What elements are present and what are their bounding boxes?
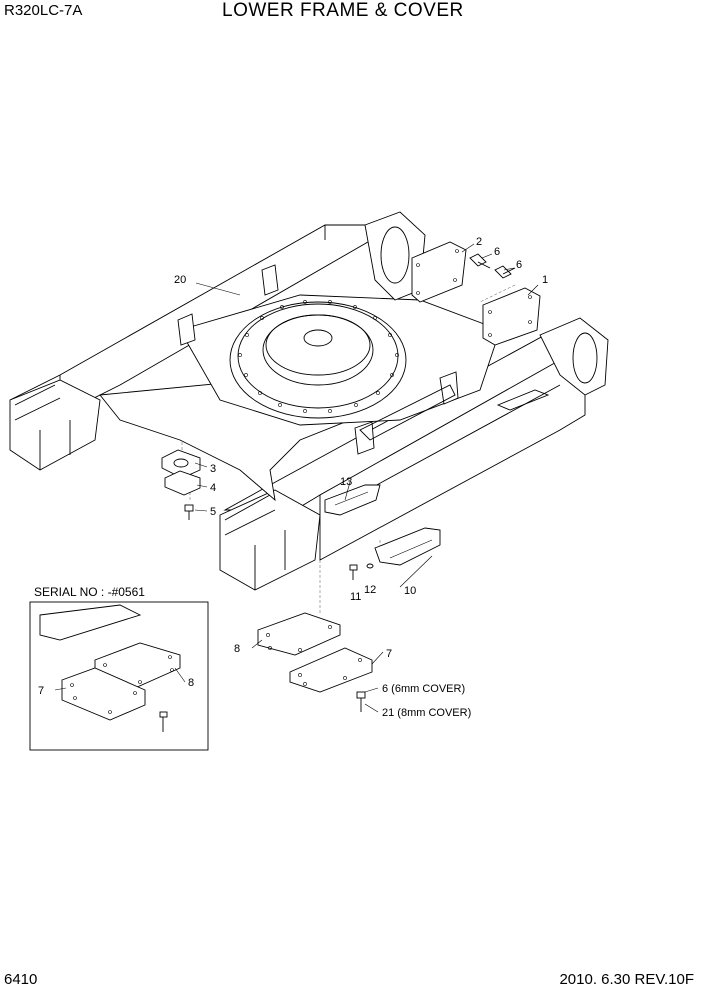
bolt-6-lower: [494, 265, 516, 279]
callout-6-cover: 6 (6mm COVER): [382, 683, 465, 695]
bolt-6-upper: [469, 253, 491, 269]
callout-10: 10: [404, 585, 416, 597]
cover-plate-7: [289, 647, 373, 693]
callout-13: 13: [340, 476, 352, 488]
cover-plate-8: [257, 612, 341, 656]
plate-3: [161, 449, 201, 479]
revision-date: 2010. 6.30 REV.10F: [559, 971, 694, 988]
callout-1: 1: [542, 274, 548, 286]
callout-8-main: 8: [234, 643, 240, 655]
page-number: 6410: [4, 971, 38, 988]
cover-plate-1: [482, 287, 541, 346]
callout-12: 12: [364, 584, 376, 596]
callout-3: 3: [210, 463, 216, 475]
bolt-5: [184, 504, 194, 520]
model-number: R320LC-7A: [4, 2, 83, 19]
callout-7-main: 7: [386, 648, 392, 660]
bracket-13: [324, 484, 381, 516]
washer-12: [366, 563, 374, 569]
callout-20: 20: [174, 274, 186, 286]
callout-5: 5: [210, 506, 216, 518]
cover-bolt: [356, 687, 379, 713]
callout-8-inset: 8: [188, 677, 194, 689]
callout-leaders: [54, 243, 539, 691]
cover-plate-2: [411, 241, 467, 303]
callout-7-inset: 7: [38, 685, 44, 697]
bolt-11: [349, 564, 358, 580]
callout-11: 11: [350, 591, 361, 603]
lower-frame-body: [9, 211, 609, 591]
serial-note: SERIAL NO : -#0561: [34, 585, 145, 599]
callout-21-cover: 21 (8mm COVER): [382, 707, 471, 719]
callout-6-lower: 6: [516, 259, 522, 271]
callout-2: 2: [476, 236, 482, 248]
page-title: LOWER FRAME & COVER: [222, 0, 464, 21]
bracket-10: [374, 527, 441, 566]
serial-inset-box: [29, 601, 209, 751]
callout-4: 4: [210, 482, 216, 494]
plate-4: [164, 470, 201, 496]
callout-6-upper: 6: [494, 246, 500, 258]
